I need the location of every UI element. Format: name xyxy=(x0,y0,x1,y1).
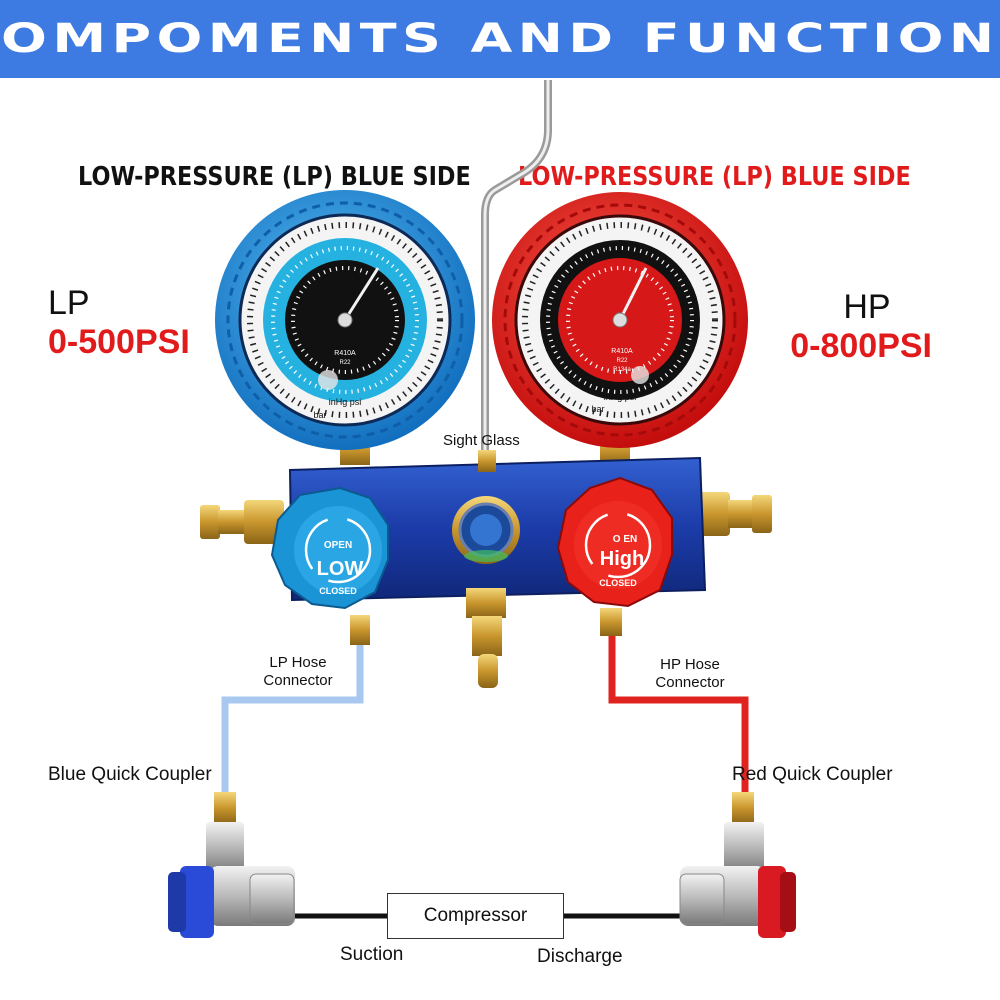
low-knob-open-label: OPEN xyxy=(324,540,352,551)
high-knob-label: High xyxy=(600,548,644,570)
lp-range-name: LP xyxy=(48,284,90,322)
blue-coupler-callout: Blue Quick Coupler xyxy=(48,764,212,785)
blue-quick-coupler xyxy=(168,792,295,938)
hp-gauge: R410A R22 R134a inHg psi bar xyxy=(492,192,748,465)
high-knob-closed-label: CLOSED xyxy=(599,578,637,588)
hp-hose-callout: HP Hose Connector xyxy=(644,656,736,692)
hp-hose xyxy=(608,630,749,810)
banner-title: COMPOMENTS AND FUNCTIONS xyxy=(0,16,1000,62)
lp-gauge-units: inHg psi xyxy=(329,397,362,407)
red-quick-coupler xyxy=(679,792,796,938)
hp-gauge-refrigerant-3: R134a xyxy=(613,367,631,373)
hp-range-label: HP 0-800PSI xyxy=(772,288,932,366)
lp-gauge: R410A R22 inHg psi bar xyxy=(215,190,475,465)
low-valve-knob[interactable] xyxy=(270,486,389,610)
sight-glass-callout: Sight Glass xyxy=(443,432,520,449)
lp-hose-connector xyxy=(350,615,370,645)
hp-range-name: HP xyxy=(843,288,891,326)
red-coupler-callout: Red Quick Coupler xyxy=(732,764,893,785)
low-knob-closed-label: CLOSED xyxy=(319,586,357,596)
lp-hose-callout-line2: Connector xyxy=(263,672,333,689)
hp-hose-callout-line2: Connector xyxy=(655,674,725,691)
low-knob-label: LOW xyxy=(317,558,364,580)
hp-gauge-refrigerant-1: R410A xyxy=(611,348,633,355)
compressor-label: Compressor xyxy=(423,905,528,926)
sight-glass-cap xyxy=(478,450,496,472)
left-brass-fitting xyxy=(200,500,284,544)
high-knob-open-label: O EN xyxy=(613,534,637,545)
lp-hose xyxy=(221,640,364,810)
lp-gauge-refrigerant-2: R22 xyxy=(339,360,351,366)
lp-range-value: 0-500PSI xyxy=(48,323,190,361)
lp-hose-callout: LP Hose Connector xyxy=(252,654,344,690)
hp-hose-callout-line1: HP Hose xyxy=(660,656,720,673)
high-valve-knob[interactable] xyxy=(556,476,673,608)
hp-range-value: 0-800PSI xyxy=(790,327,932,365)
hp-gauge-bar: bar xyxy=(591,404,604,414)
hp-gauge-units: inHg psi xyxy=(604,392,637,402)
hp-hose-connector xyxy=(600,608,622,636)
hp-gauge-refrigerant-2: R22 xyxy=(616,358,628,364)
center-service-port xyxy=(466,588,506,688)
title-banner: COMPOMENTS AND FUNCTIONS xyxy=(0,0,1000,78)
lp-gauge-bar: bar xyxy=(313,410,326,420)
lp-range-label: LP 0-500PSI xyxy=(48,284,190,362)
lp-side-heading: LOW-PRESSURE (LP) BLUE SIDE xyxy=(78,162,471,192)
discharge-label: Discharge xyxy=(537,946,623,967)
lp-gauge-refrigerant-1: R410A xyxy=(334,350,356,357)
compressor-box: Compressor xyxy=(387,893,564,939)
suction-label: Suction xyxy=(340,944,404,965)
lp-hose-callout-line1: LP Hose xyxy=(269,654,327,671)
sight-glass xyxy=(452,496,520,564)
hp-side-heading: LOW-PRESSURE (LP) BLUE SIDE xyxy=(518,162,911,192)
